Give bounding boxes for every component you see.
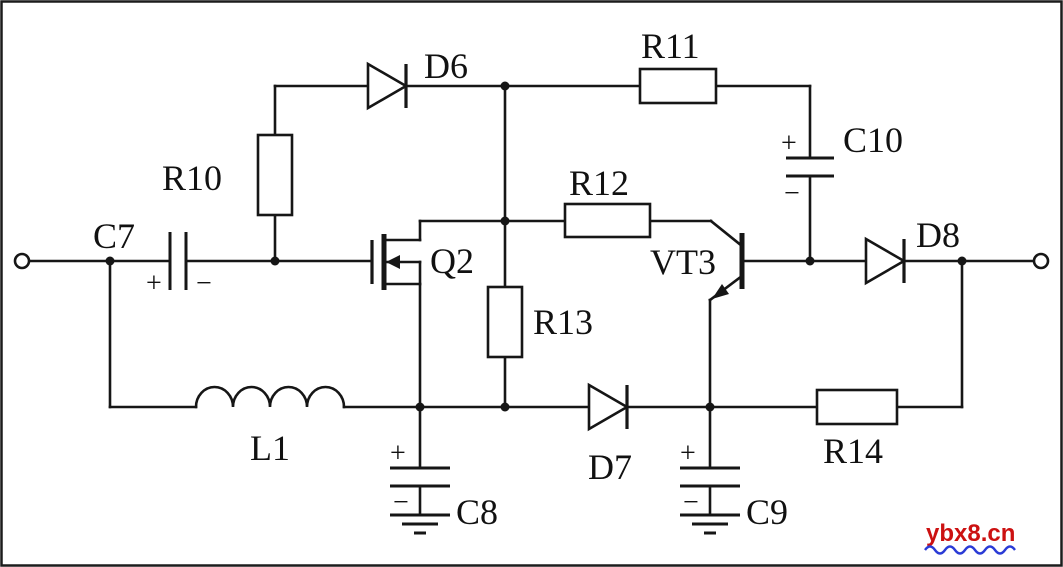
inductor-coil	[194, 385, 346, 409]
label-d6: D6	[424, 46, 468, 86]
label-l1: L1	[250, 428, 290, 468]
output-terminal	[1032, 252, 1050, 270]
input-terminal	[13, 252, 31, 270]
transistor-vt3	[708, 219, 745, 409]
junction-dot	[705, 402, 715, 412]
transistor-collector-lead	[709, 219, 744, 248]
diode-triangle	[587, 382, 630, 432]
junction-dot	[805, 256, 815, 266]
c10-plus-sign: +	[781, 128, 797, 159]
mosfet-q2	[370, 219, 507, 409]
label-r12: R12	[569, 163, 629, 203]
c7-plus-sign: +	[146, 268, 162, 299]
c10-minus-sign: −	[784, 178, 800, 209]
junction-dot	[500, 216, 510, 226]
junction-dot	[500, 402, 510, 412]
label-c10: C10	[843, 120, 903, 160]
inductor-l1	[194, 385, 346, 409]
mosfet-arrow	[386, 255, 400, 269]
label-d8: D8	[916, 215, 960, 255]
junction-dot	[500, 81, 510, 91]
capacitor-c7	[168, 232, 188, 290]
c8-minus-sign: −	[393, 487, 409, 518]
label-c8: C8	[456, 492, 498, 532]
label-c7: C7	[93, 216, 135, 256]
resistor-r14	[815, 388, 899, 426]
capacitor-c8	[390, 466, 450, 488]
resistor-r11	[638, 67, 718, 105]
label-r11: R11	[641, 26, 700, 66]
label-r14: R14	[823, 431, 883, 471]
capacitor-c10	[786, 156, 834, 178]
junction-dot	[270, 256, 280, 266]
junction-dots	[105, 81, 967, 412]
transistor-emitter-arrow	[712, 284, 729, 299]
resistor-r12	[563, 202, 652, 239]
label-q2: Q2	[430, 241, 474, 281]
c9-minus-sign: −	[683, 487, 699, 518]
label-r10: R10	[162, 158, 222, 198]
c9-plus-sign: +	[680, 438, 696, 469]
diode-d6	[366, 61, 409, 111]
watermark: ybx8.cn	[924, 520, 1016, 555]
c7-minus-sign: −	[196, 268, 212, 299]
watermark-text: ybx8.cn	[926, 520, 1015, 547]
resistor-r10	[256, 133, 294, 217]
ground-symbol-c8	[390, 513, 450, 535]
ground-symbol-c9	[680, 513, 740, 535]
resistor-r13	[486, 285, 524, 359]
diode-d7	[587, 382, 630, 432]
label-c9: C9	[746, 492, 788, 532]
wire-segments	[27, 84, 1036, 517]
diode-triangle	[366, 61, 409, 111]
watermark-underline	[924, 545, 1016, 555]
diode-d8	[864, 236, 907, 286]
label-d7: D7	[588, 447, 632, 487]
label-vt3: VT3	[650, 242, 716, 282]
junction-dot	[957, 256, 967, 266]
label-r13: R13	[533, 302, 593, 342]
diode-triangle	[864, 236, 907, 286]
junction-dot	[415, 402, 425, 412]
c8-plus-sign: +	[390, 438, 406, 469]
junction-dot	[105, 256, 115, 266]
capacitor-c9	[680, 466, 740, 488]
